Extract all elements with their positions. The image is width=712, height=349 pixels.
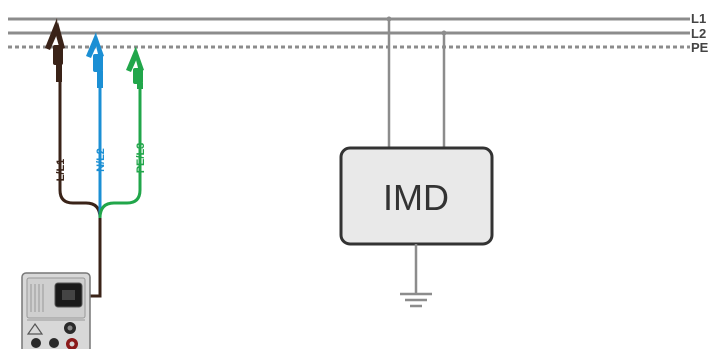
lead-wires: [58, 80, 142, 298]
rail-label-l2: L2: [691, 26, 706, 41]
lead-label-pe: PE/L3: [135, 143, 147, 174]
lead-label-l1: L/L1: [55, 159, 67, 182]
measuring-instrument-icon: [21, 272, 91, 349]
lead-label-n: N/L2: [95, 148, 107, 172]
lead-wire-l1: [58, 80, 102, 219]
ground-icon: [400, 244, 432, 308]
rail-label-pe: PE: [691, 40, 709, 55]
imd-label: IMD: [383, 177, 449, 218]
rail-label-l1: L1: [691, 11, 706, 26]
crocodile-clip-icon-pe: [126, 46, 144, 89]
warning-icon: [26, 322, 44, 335]
crocodile-clip-icon-n: [86, 32, 104, 88]
crocodile-clip-icon-l1: [45, 18, 65, 82]
imd-device: IMD: [339, 146, 494, 246]
lead-wire-pe: [98, 86, 142, 219]
